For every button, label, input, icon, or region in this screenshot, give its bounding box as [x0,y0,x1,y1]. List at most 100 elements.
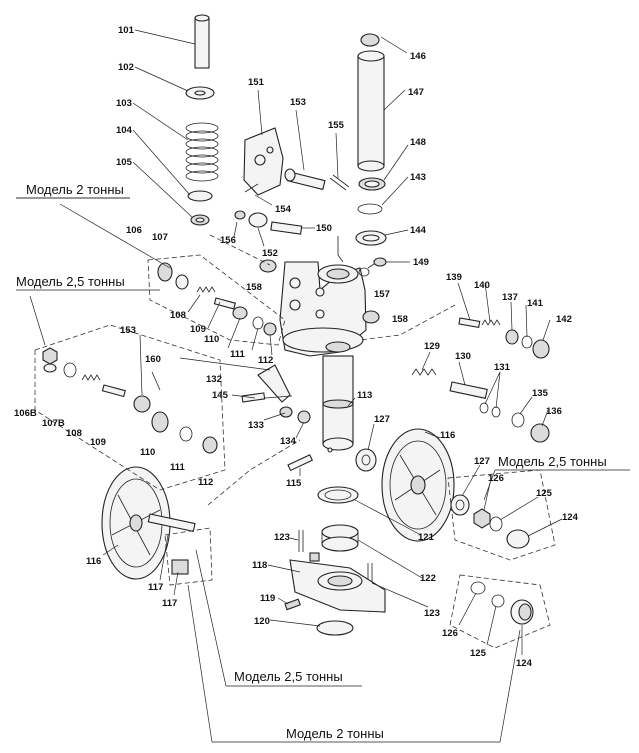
label-116: 116 [440,430,455,441]
label-117-bracket: 117 [162,598,177,609]
label-117: 117 [148,582,163,593]
label-143: 143 [410,172,426,183]
ring-126-bottom [470,581,486,595]
label-141: 141 [527,298,544,309]
ring-127-right [450,494,470,516]
roller-152 [248,212,268,228]
bracket-117 [171,559,189,575]
label-124-bottom: 124 [516,658,533,669]
ring-104 [187,190,213,202]
seal-105 [190,214,210,226]
ring-141 [521,335,533,349]
pin-153 [284,168,326,191]
label-139: 139 [446,272,462,283]
plug-158-left [259,259,277,273]
label-156: 156 [220,235,236,246]
ring-107 [175,274,189,290]
washer-125-bottom [491,594,505,608]
plate-120 [316,620,354,636]
label-158: 158 [246,282,262,293]
ring-107b [63,362,77,378]
plug-142 [532,339,550,359]
caption-model-2t-top: Модель 2 тонны [26,182,124,197]
label-137: 137 [502,292,518,303]
nut-110b [151,411,169,433]
spring-129 [411,368,437,376]
pin-154 [244,183,259,193]
pin-115 [287,454,314,472]
piston-147 [357,50,385,172]
wheel-116-right [381,428,455,542]
label-108: 108 [170,310,186,321]
nut-134 [297,410,311,424]
rod-130 [449,381,488,399]
label-126-bottom: 126 [442,628,458,639]
spring-103 [185,122,219,182]
label-153b: 153 [120,325,136,336]
cylinder-113 [322,355,354,453]
label-158-right: 158 [392,314,408,325]
pin-139 [458,317,481,329]
seal-148 [358,177,386,191]
label-115: 115 [286,478,302,489]
ring-156 [234,210,246,220]
label-121: 121 [418,532,435,543]
ring-111 [252,316,264,330]
label-144: 144 [410,225,427,236]
bracket-151 [243,127,284,196]
axle-117 [147,513,196,533]
label-146: 146 [410,51,426,62]
ring-157 [358,267,370,277]
label-106: 106 [126,225,142,236]
label-127-right: 127 [474,456,490,467]
label-101: 101 [118,25,135,36]
pin-150 [270,221,303,235]
label-102: 102 [118,62,134,73]
label-125-bottom: 125 [470,648,487,659]
rings-131 [479,402,501,418]
leader-lines [16,29,630,743]
label-154: 154 [275,204,292,215]
caption-model-2t-bottom: Модель 2 тонны [286,726,384,741]
plug-158-right [362,310,380,324]
rod-109 [213,297,236,310]
ring-137 [505,329,519,345]
pin-155 [329,174,350,191]
group-outline-right-2t [449,574,551,649]
caption-model-25t-bottom: Модель 2,5 тонны [234,669,343,684]
label-107b: 107B [42,418,65,429]
label-104: 104 [116,125,133,136]
nut-144 [355,230,387,246]
label-122: 122 [420,573,436,584]
label-103: 103 [116,98,132,109]
valve-106 [157,262,173,282]
pin-123-left [298,530,304,552]
group-outline-right-25t [447,469,556,561]
label-105: 105 [116,157,133,168]
label-125: 125 [536,488,553,499]
cap-112 [263,322,277,336]
label-155: 155 [328,120,345,131]
caption-model-25t-right: Модель 2,5 тонны [498,454,607,469]
label-123: 123 [274,532,290,543]
label-116-left: 116 [86,556,101,567]
label-106b: 106B [14,408,37,419]
spring-140 [481,319,501,326]
ring-111b [179,426,193,442]
label-109: 109 [190,324,206,335]
label-140: 140 [474,280,490,291]
nut-146 [360,33,380,47]
label-132: 132 [206,374,222,385]
spring-108b [81,374,101,381]
label-142: 142 [556,314,572,325]
bearing-121 [317,486,359,504]
ring-127-left [355,448,377,472]
caption-model-25t-left: Модель 2,5 тонны [16,274,125,289]
nut-126-top [473,508,491,529]
label-135: 135 [532,388,549,399]
label-160: 160 [145,354,161,365]
group-outline-axle [164,527,213,586]
label-126: 126 [488,473,504,484]
group-outline-left-2t [147,254,286,346]
